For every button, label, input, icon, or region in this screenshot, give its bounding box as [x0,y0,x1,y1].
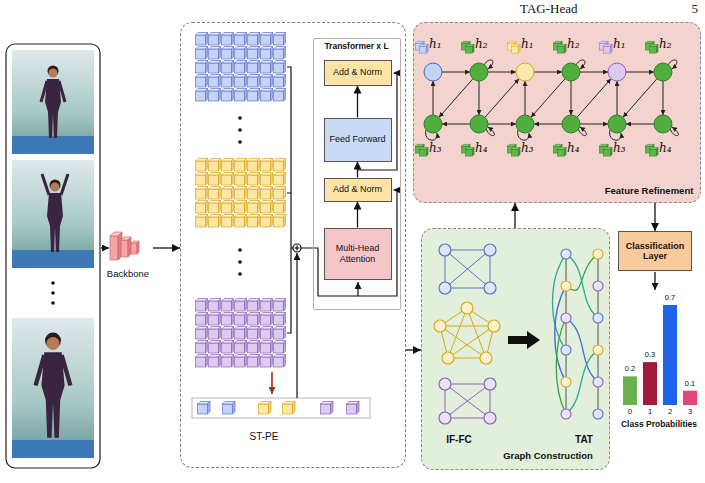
backbone-block: Backbone [103,228,153,286]
feature-symbol: h₂ [475,38,493,51]
refinement-graph [415,41,678,156]
probability-value: 0.1 [680,380,700,388]
video-frames [6,44,109,468]
flow-arrow [357,162,358,178]
class-index: 2 [663,408,677,416]
feature-maps [192,32,370,418]
feature-symbol: h₂ [567,38,585,51]
feature-refinement-panel: Feature Refinement [413,22,701,203]
tat-graph [553,249,604,419]
box-label: Classification Layer [622,241,688,262]
panel-label: Transformer x L [314,42,400,52]
class-index: 0 [623,408,637,416]
feature-symbol: h₄ [567,142,585,155]
classification-box: Classification Layer [618,231,692,271]
panel-label: Graph Construction [490,451,606,462]
feature-symbol: h₂ [659,38,677,51]
feed-forward-box: Feed Forward [324,118,392,162]
flow-arrow [514,203,515,228]
feature-symbol: h₁ [429,38,447,51]
add-norm-box: Add & Norm [324,178,392,202]
box-label: Multi-Head Attention [328,243,388,264]
probability-value: 0.2 [620,365,640,373]
probability-value: 0.7 [660,294,680,302]
attention-box: Multi-Head Attention [324,228,392,280]
box-label: Add & Norm [333,67,382,77]
flow-arrow [654,203,655,231]
running-header: TAG-Head [520,2,610,16]
panel-label: Feature Refinement [599,186,699,197]
panel-label: TAT [562,434,606,446]
class-index: 3 [683,408,697,416]
backbone-icon [110,232,139,260]
panel-grounds [413,22,701,470]
flow-arrow [357,202,358,228]
transformer-block: Transformer x LAdd & NormFeed ForwardAdd… [313,38,401,310]
graph-construction-panel: IF-FC TAT Graph Construction [421,228,610,470]
flow-arrow [357,86,358,118]
class-index: 1 [643,408,657,416]
page-number: 5 [682,2,698,16]
probability-value: 0.3 [640,351,660,359]
flow-arrow [406,349,421,350]
panel-label: Backbone [103,269,153,280]
feature-symbol: h₃ [613,142,631,155]
if-fc-graphs [434,244,540,424]
box-label: Add & Norm [333,184,382,194]
flow-arrow [153,247,180,248]
feature-symbol: h₃ [429,142,447,155]
encoder-panel: ST-PETransformer x LAdd & NormFeed Forwa… [180,22,406,468]
feature-symbol: h₁ [521,38,539,51]
feature-symbol: h₁ [613,38,631,51]
feature-symbol: h₄ [659,142,677,155]
feature-symbol: h₃ [521,142,539,155]
feature-symbol: h₄ [475,142,493,155]
chart-title: Class Probabilities [616,420,702,429]
panel-label: IF-FC [434,434,484,446]
box-label: Feed Forward [329,134,385,144]
embedding-fusion [287,67,397,398]
panel-label: ST-PE [229,431,299,443]
add-norm-box: Add & Norm [324,60,392,86]
